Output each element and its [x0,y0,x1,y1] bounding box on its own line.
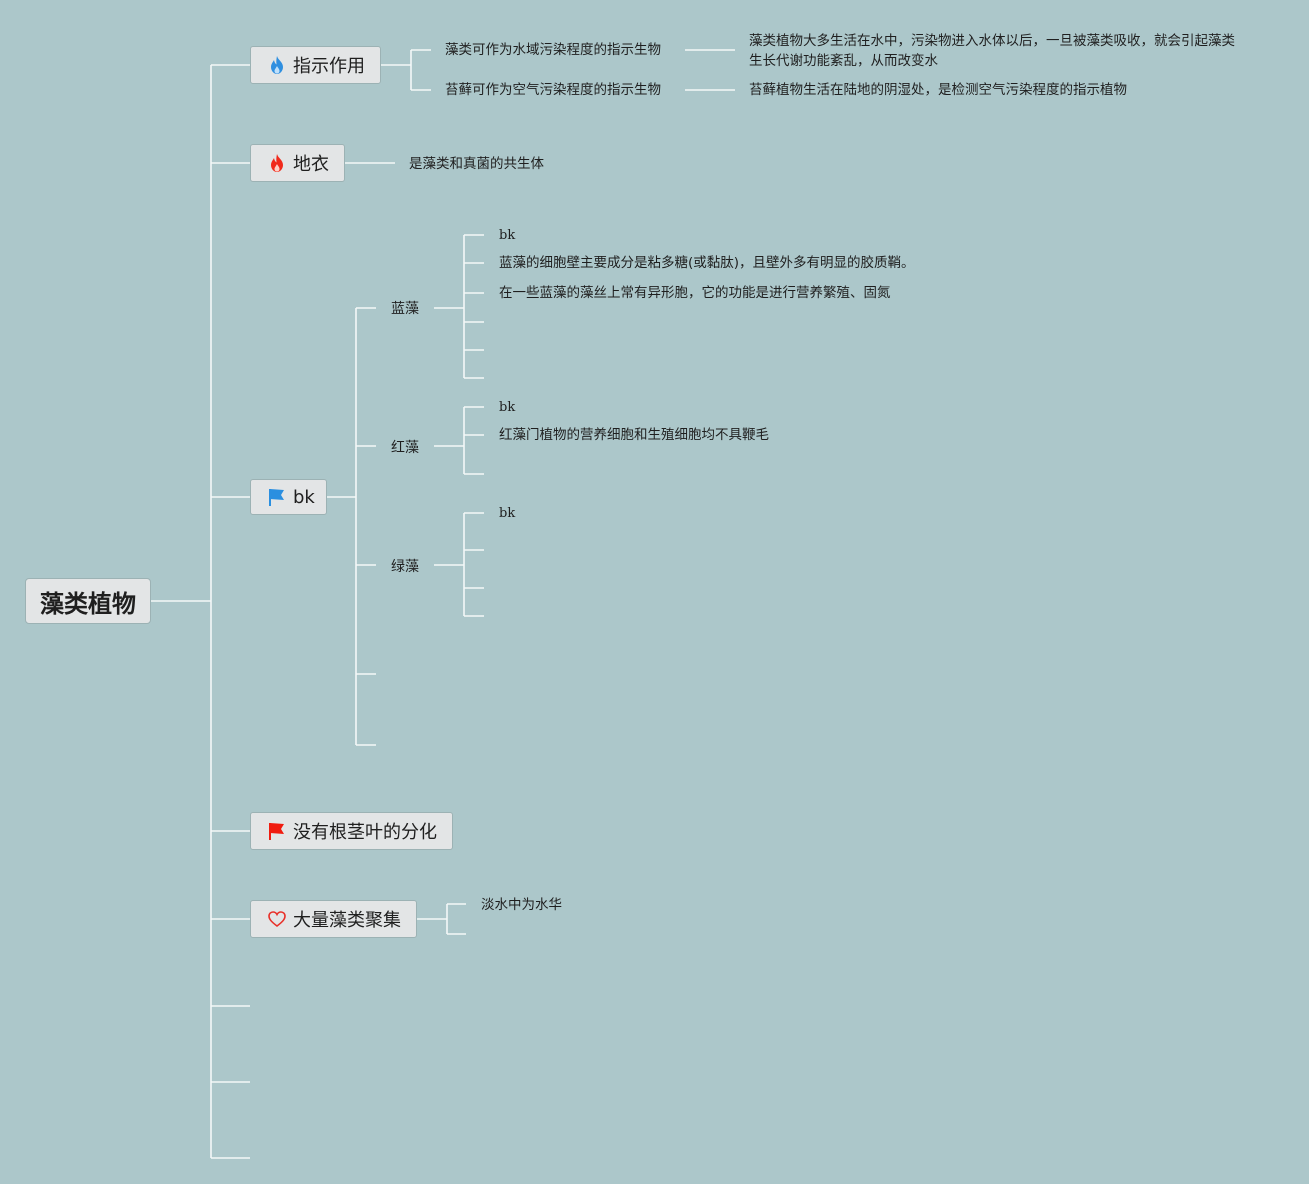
blue-flag-icon [267,487,287,507]
red-flag-icon [267,821,287,841]
topic-meiyou-label: 没有根茎叶的分化 [293,822,437,843]
topic-daliang[interactable]: 大量藻类聚集 [250,900,417,938]
topic-zhishi-label: 指示作用 [293,56,365,77]
leaf-daliang-1[interactable]: 淡水中为水华 [481,897,562,913]
topic-meiyou[interactable]: 没有根茎叶的分化 [250,812,453,850]
topic-bk-label: bk [293,486,315,508]
blue-flame-icon [267,55,287,75]
leaf-zhishi-2a[interactable]: 苔藓植物生活在陆地的阴湿处，是检测空气污染程度的指示植物 [749,82,1127,98]
topic-zhishi[interactable]: 指示作用 [250,46,381,84]
leaf-lanzao-2[interactable]: 蓝藻的细胞壁主要成分是粘多糖(或黏肽)，且壁外多有明显的胶质鞘。 [499,255,915,271]
leaf-hongzao-2[interactable]: 红藻门植物的营养细胞和生殖细胞均不具鞭毛 [499,427,769,443]
topic-diyi-label: 地衣 [293,154,329,175]
heart-outline-icon [267,909,287,929]
leaf-lvzao-1[interactable]: bk [499,506,516,521]
leaf-lanzao-1[interactable]: bk [499,228,516,243]
topic-bk[interactable]: bk [250,479,327,515]
sub-lvzao[interactable]: 绿藻 [391,559,419,575]
topic-daliang-label: 大量藻类聚集 [293,910,401,931]
sub-hongzao[interactable]: 红藻 [391,440,419,456]
leaf-zhishi-1a[interactable]: 藻类植物大多生活在水中，污染物进入水体以后，一旦被藻类吸收，就会引起藻类生长代谢… [749,33,1235,69]
leaf-zhishi-1[interactable]: 藻类可作为水域污染程度的指示生物 [445,42,661,58]
leaf-hongzao-1[interactable]: bk [499,400,516,415]
red-flame-icon [267,153,287,173]
topic-diyi[interactable]: 地衣 [250,144,345,182]
root-node[interactable]: 藻类植物 [25,578,151,624]
leaf-zhishi-2[interactable]: 苔藓可作为空气污染程度的指示生物 [445,82,661,98]
leaf-lanzao-3[interactable]: 在一些蓝藻的藻丝上常有异形胞，它的功能是进行营养繁殖、固氮 [499,285,891,301]
root-label: 藻类植物 [40,589,136,618]
sub-lanzao[interactable]: 蓝藻 [391,301,419,317]
leaf-diyi-1[interactable]: 是藻类和真菌的共生体 [409,156,544,172]
